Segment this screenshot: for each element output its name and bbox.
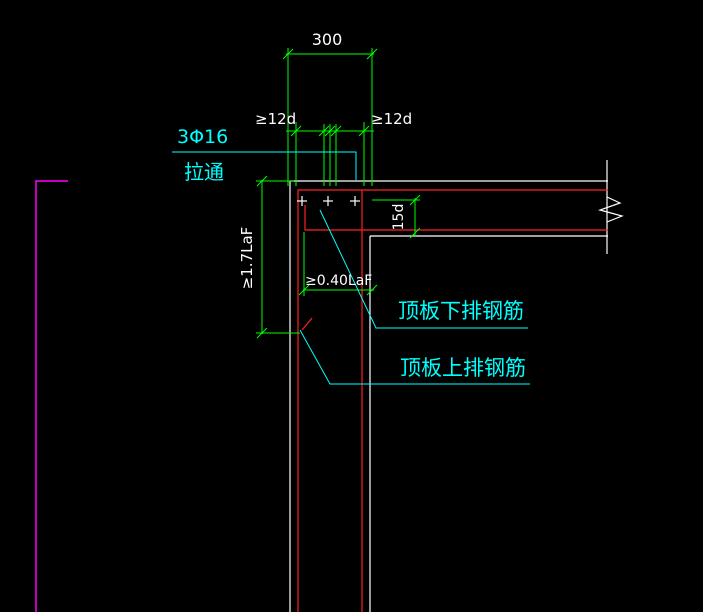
- dim-left-anchor-label: ≥12d: [255, 110, 296, 128]
- slab-bottom-bars-label: 顶板下排钢筋: [398, 299, 524, 323]
- concrete-outline: [289, 160, 624, 612]
- dim-hook-label: 15d: [391, 204, 407, 231]
- through-bars: [297, 196, 360, 206]
- rebars: [297, 189, 608, 612]
- dim-width-label: 300: [312, 30, 343, 49]
- adjacent-wall-outline: [35, 180, 68, 612]
- slab-top-bars-label: 顶板上排钢筋: [400, 356, 526, 380]
- bar-spec-note-label: 拉通: [184, 160, 224, 184]
- dim-horizontal-label: ≥0.40LaF: [305, 273, 372, 289]
- bar-spec-label: 3Φ16: [177, 126, 228, 148]
- dim-right-anchor-label: ≥12d: [371, 110, 412, 128]
- leader-lines: [172, 151, 530, 385]
- dim-vertical-label: ≥1.7LaF: [238, 227, 256, 290]
- dimensions: [256, 48, 421, 339]
